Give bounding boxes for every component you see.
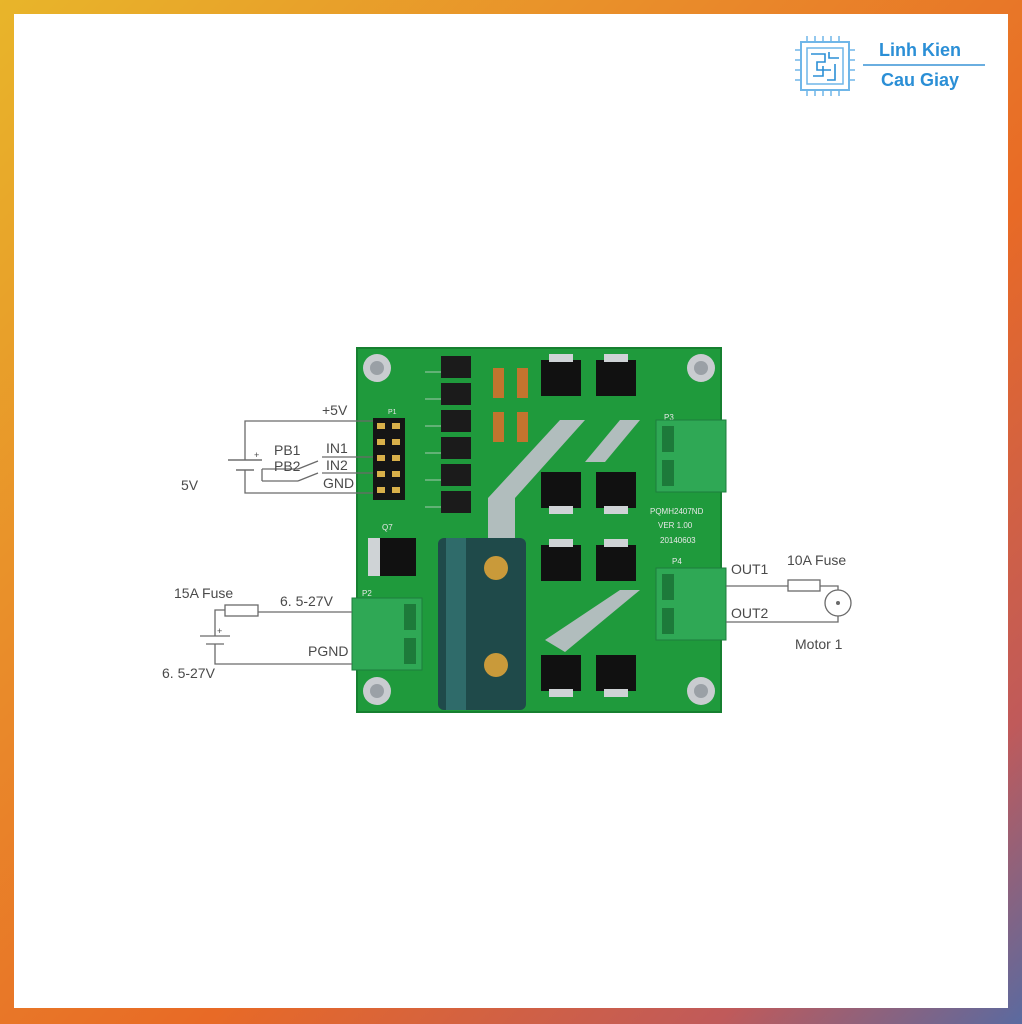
silk-version: VER 1.00 (658, 521, 693, 530)
pin-header-p1 (373, 418, 405, 500)
brand-divider (863, 64, 985, 66)
copper-traces (488, 420, 640, 652)
label-fuse-10a: 10A Fuse (787, 552, 846, 568)
electrolytic-capacitor (438, 538, 526, 710)
silk-q7: Q7 (382, 523, 393, 532)
brand-name-line1: Linh Kien (879, 40, 961, 60)
regulator-q7 (368, 538, 416, 576)
mosfet-array (541, 354, 636, 697)
label-in2: IN2 (326, 457, 348, 473)
mounting-hole (687, 354, 715, 382)
battery-5v-icon (228, 459, 262, 471)
silk-p4: P4 (672, 557, 682, 566)
silk-date: 20140603 (660, 536, 696, 545)
battery-plus-sign: + (217, 626, 222, 636)
label-pb2: PB2 (274, 458, 301, 474)
brand-logo: Linh Kien Cau Giay (795, 36, 990, 98)
brand-name-line2: Cau Giay (881, 70, 960, 90)
silk-p1: P1 (388, 409, 397, 416)
diode-row (493, 368, 528, 442)
terminal-block-p4 (655, 567, 727, 641)
silk-p3: P3 (664, 413, 674, 422)
fuse-10a-icon (787, 579, 821, 592)
label-pb1: PB1 (274, 442, 301, 458)
chip-logo-icon (795, 36, 855, 96)
label-gnd: GND (323, 475, 354, 491)
motor-wiring (726, 585, 839, 623)
label-motor: Motor 1 (795, 636, 843, 652)
label-plus5v: +5V (322, 402, 348, 418)
fuse-15a-icon (224, 604, 259, 617)
motor-icon (824, 589, 852, 617)
label-in1: IN1 (326, 440, 348, 456)
silk-model: PQMH2407ND (650, 507, 704, 516)
battery-plus-sign: + (254, 450, 259, 460)
mounting-hole (363, 677, 391, 705)
terminal-block-p3 (655, 419, 727, 493)
power-wiring (200, 609, 352, 665)
driver-ic-column (441, 356, 471, 513)
mounting-hole (687, 677, 715, 705)
terminal-block-p2 (351, 597, 423, 671)
label-out1: OUT1 (731, 561, 769, 577)
label-vin-battery: 6. 5-27V (162, 665, 216, 681)
label-5v: 5V (181, 477, 199, 493)
mounting-hole (363, 354, 391, 382)
label-pgnd: PGND (308, 643, 348, 659)
silk-p2: P2 (362, 589, 372, 598)
label-out2: OUT2 (731, 605, 769, 621)
label-fuse-15a: 15A Fuse (174, 585, 233, 601)
label-vin: 6. 5-27V (280, 593, 334, 609)
driver-board: Q7 P1 P2 P3 P4 PQMH2407ND VER 1.00 20140… (351, 347, 727, 713)
